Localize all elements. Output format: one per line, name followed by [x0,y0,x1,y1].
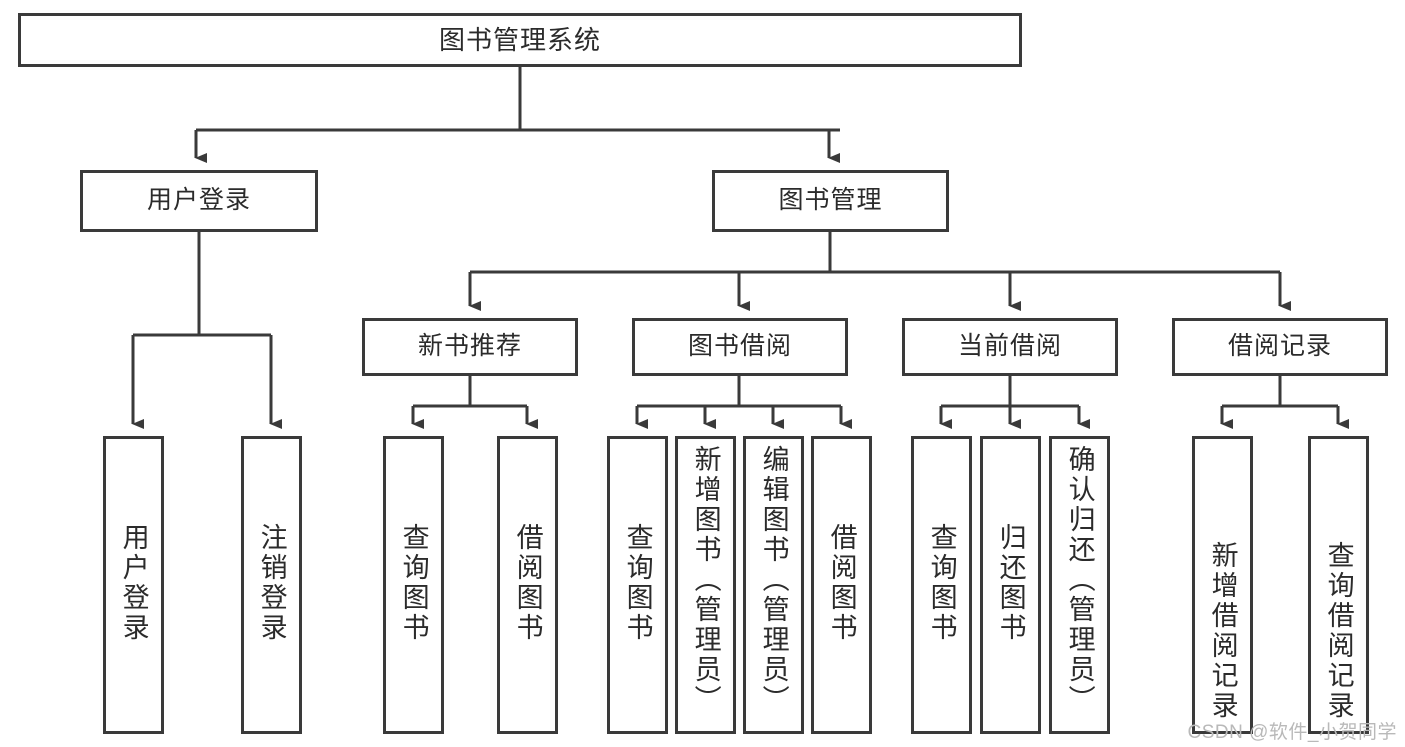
node-label: 当前借阅 [957,332,1062,361]
leaf-edit-book-admin[interactable]: 编辑图书（管理员） [743,436,804,734]
node-book-manage[interactable]: 图书管理 [712,170,949,232]
node-label: 图书管理系统 [438,24,601,55]
leaf-add-borrow-record[interactable]: 新增借阅记录 [1192,436,1253,734]
node-book-borrow[interactable]: 图书借阅 [632,318,848,376]
leaf-query-book-3[interactable]: 查询图书 [911,436,972,734]
leaf-label: 用户登录 [118,523,149,643]
watermark-text: CSDN @软件_小贺同学 [1187,722,1397,743]
node-label: 用户登录 [146,186,251,215]
leaf-label: 注销登录 [256,523,287,643]
leaf-label: 归还图书 [995,523,1026,643]
node-book-management-system[interactable]: 图书管理系统 [18,13,1022,67]
leaf-query-book-1[interactable]: 查询图书 [383,436,444,734]
node-label: 图书管理 [778,186,883,215]
leaf-label: 编辑图书（管理员） [758,445,789,715]
node-borrow-record[interactable]: 借阅记录 [1172,318,1388,376]
leaf-logout-login[interactable]: 注销登录 [241,436,302,734]
leaf-add-book-admin[interactable]: 新增图书（管理员） [675,436,736,734]
node-user-login[interactable]: 用户登录 [80,170,318,232]
leaf-borrow-book-1[interactable]: 借阅图书 [497,436,558,734]
leaf-label: 借阅图书 [512,523,543,643]
node-current-borrow[interactable]: 当前借阅 [902,318,1118,376]
leaf-label: 新增图书（管理员） [690,445,721,715]
leaf-label: 确认归还（管理员） [1064,445,1095,715]
leaf-label: 查询图书 [926,523,957,643]
leaf-label: 查询图书 [398,523,429,643]
leaf-query-book-2[interactable]: 查询图书 [607,436,668,734]
node-label: 借阅记录 [1227,332,1332,361]
leaf-label: 查询借阅记录 [1323,541,1354,721]
leaf-label: 借阅图书 [826,523,857,643]
node-label: 新书推荐 [417,332,522,361]
leaf-label: 新增借阅记录 [1207,541,1238,721]
leaf-query-borrow-record[interactable]: 查询借阅记录 [1308,436,1369,734]
leaf-user-login[interactable]: 用户登录 [103,436,164,734]
leaf-confirm-return-admin[interactable]: 确认归还（管理员） [1049,436,1110,734]
leaf-return-book[interactable]: 归还图书 [980,436,1041,734]
node-label: 图书借阅 [687,332,792,361]
leaf-borrow-book-2[interactable]: 借阅图书 [811,436,872,734]
leaf-label: 查询图书 [622,523,653,643]
node-new-book-recommend[interactable]: 新书推荐 [362,318,578,376]
